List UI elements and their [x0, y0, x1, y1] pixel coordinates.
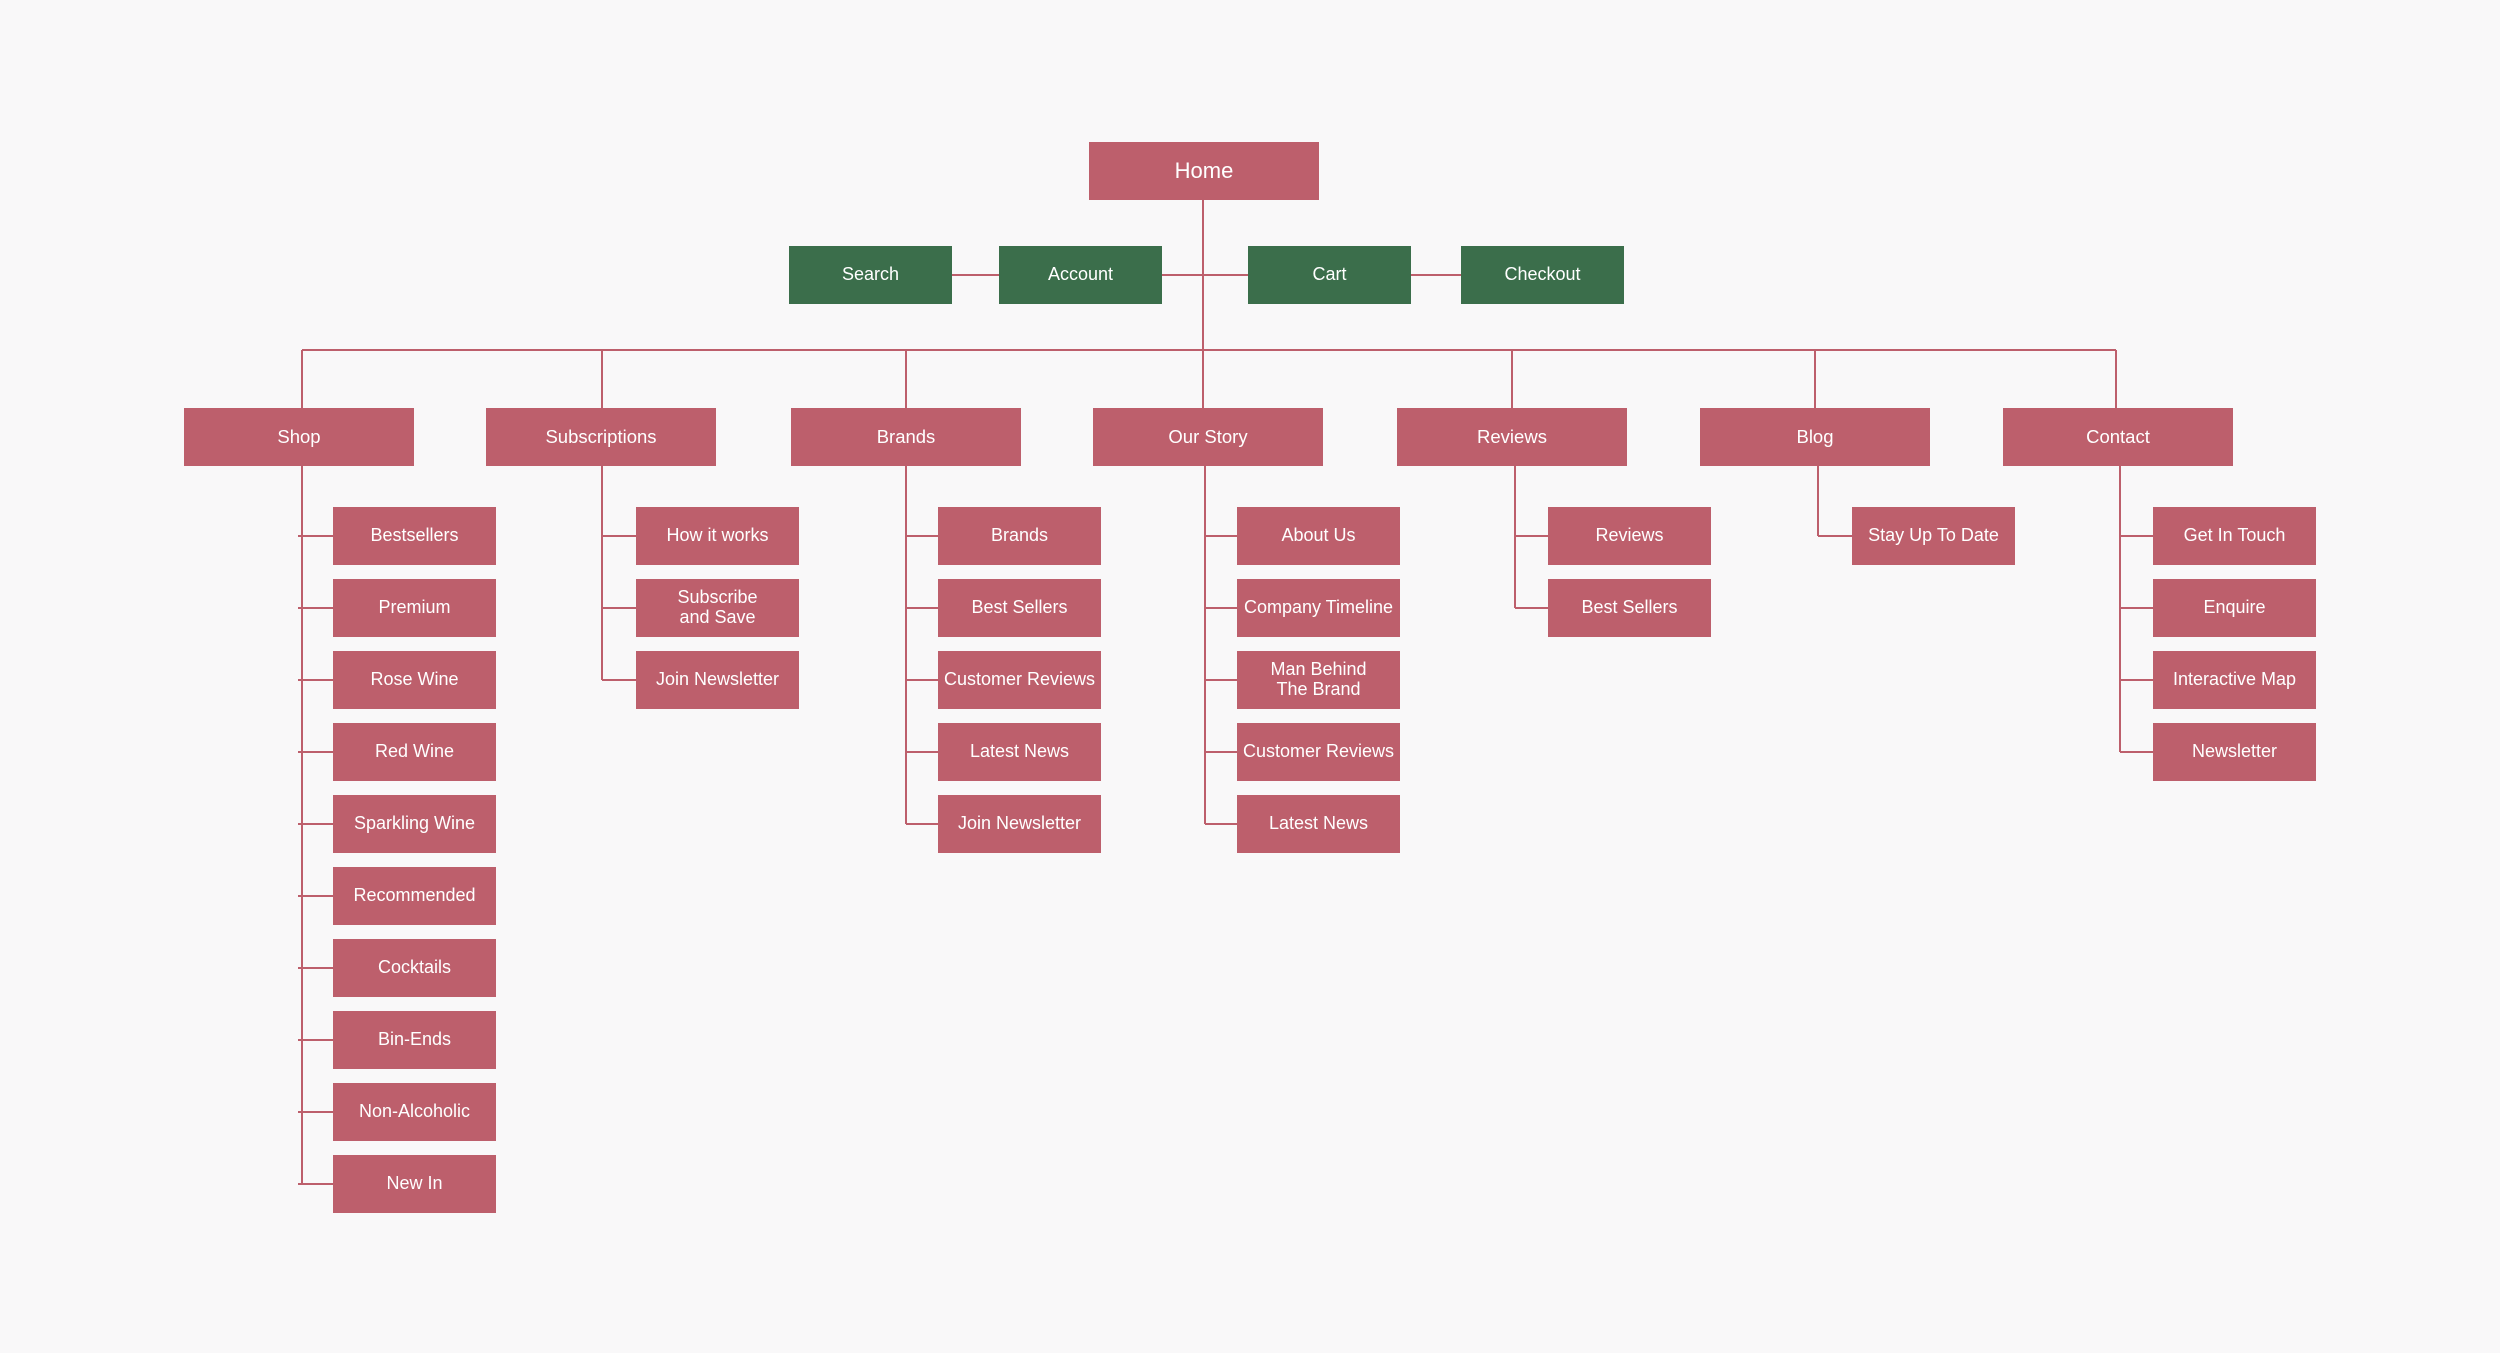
utility-node-cart[interactable]: Cart [1248, 246, 1411, 304]
home-node[interactable]: Home [1089, 142, 1319, 200]
page-node-shop-cocktails[interactable]: Cocktails [333, 939, 496, 997]
page-node-shop-premium[interactable]: Premium [333, 579, 496, 637]
page-node-shop-new-in[interactable]: New In [333, 1155, 496, 1213]
page-node-subscriptions-how-it-works[interactable]: How it works [636, 507, 799, 565]
page-node-contact-get-in-touch[interactable]: Get In Touch [2153, 507, 2316, 565]
page-node-shop-bin-ends[interactable]: Bin-Ends [333, 1011, 496, 1069]
page-node-brands-join-newsletter[interactable]: Join Newsletter [938, 795, 1101, 853]
page-node-brands-brands[interactable]: Brands [938, 507, 1101, 565]
page-node-contact-newsletter[interactable]: Newsletter [2153, 723, 2316, 781]
page-node-shop-rose-wine[interactable]: Rose Wine [333, 651, 496, 709]
section-node-reviews[interactable]: Reviews [1397, 408, 1627, 466]
page-node-our-story-man-behind-the-brand[interactable]: Man Behind The Brand [1237, 651, 1400, 709]
page-node-shop-recommended[interactable]: Recommended [333, 867, 496, 925]
page-node-subscriptions-join-newsletter[interactable]: Join Newsletter [636, 651, 799, 709]
page-node-shop-sparkling-wine[interactable]: Sparkling Wine [333, 795, 496, 853]
utility-node-search[interactable]: Search [789, 246, 952, 304]
page-node-shop-red-wine[interactable]: Red Wine [333, 723, 496, 781]
section-node-blog[interactable]: Blog [1700, 408, 1930, 466]
page-node-subscriptions-subscribe-and-save[interactable]: Subscribe and Save [636, 579, 799, 637]
utility-node-checkout[interactable]: Checkout [1461, 246, 1624, 304]
page-node-contact-interactive-map[interactable]: Interactive Map [2153, 651, 2316, 709]
page-node-shop-bestsellers[interactable]: Bestsellers [333, 507, 496, 565]
page-node-our-story-company-timeline[interactable]: Company Timeline [1237, 579, 1400, 637]
page-node-our-story-about-us[interactable]: About Us [1237, 507, 1400, 565]
page-node-blog-stay-up-to-date[interactable]: Stay Up To Date [1852, 507, 2015, 565]
page-node-brands-best-sellers[interactable]: Best Sellers [938, 579, 1101, 637]
page-node-brands-latest-news[interactable]: Latest News [938, 723, 1101, 781]
section-node-subscriptions[interactable]: Subscriptions [486, 408, 716, 466]
section-node-shop[interactable]: Shop [184, 408, 414, 466]
section-node-contact[interactable]: Contact [2003, 408, 2233, 466]
section-node-brands[interactable]: Brands [791, 408, 1021, 466]
page-node-reviews-best-sellers[interactable]: Best Sellers [1548, 579, 1711, 637]
page-node-shop-non-alcoholic[interactable]: Non-Alcoholic [333, 1083, 496, 1141]
utility-node-account[interactable]: Account [999, 246, 1162, 304]
page-node-contact-enquire[interactable]: Enquire [2153, 579, 2316, 637]
section-node-our-story[interactable]: Our Story [1093, 408, 1323, 466]
page-node-reviews-reviews[interactable]: Reviews [1548, 507, 1711, 565]
page-node-our-story-customer-reviews[interactable]: Customer Reviews [1237, 723, 1400, 781]
page-node-brands-customer-reviews[interactable]: Customer Reviews [938, 651, 1101, 709]
page-node-our-story-latest-news[interactable]: Latest News [1237, 795, 1400, 853]
